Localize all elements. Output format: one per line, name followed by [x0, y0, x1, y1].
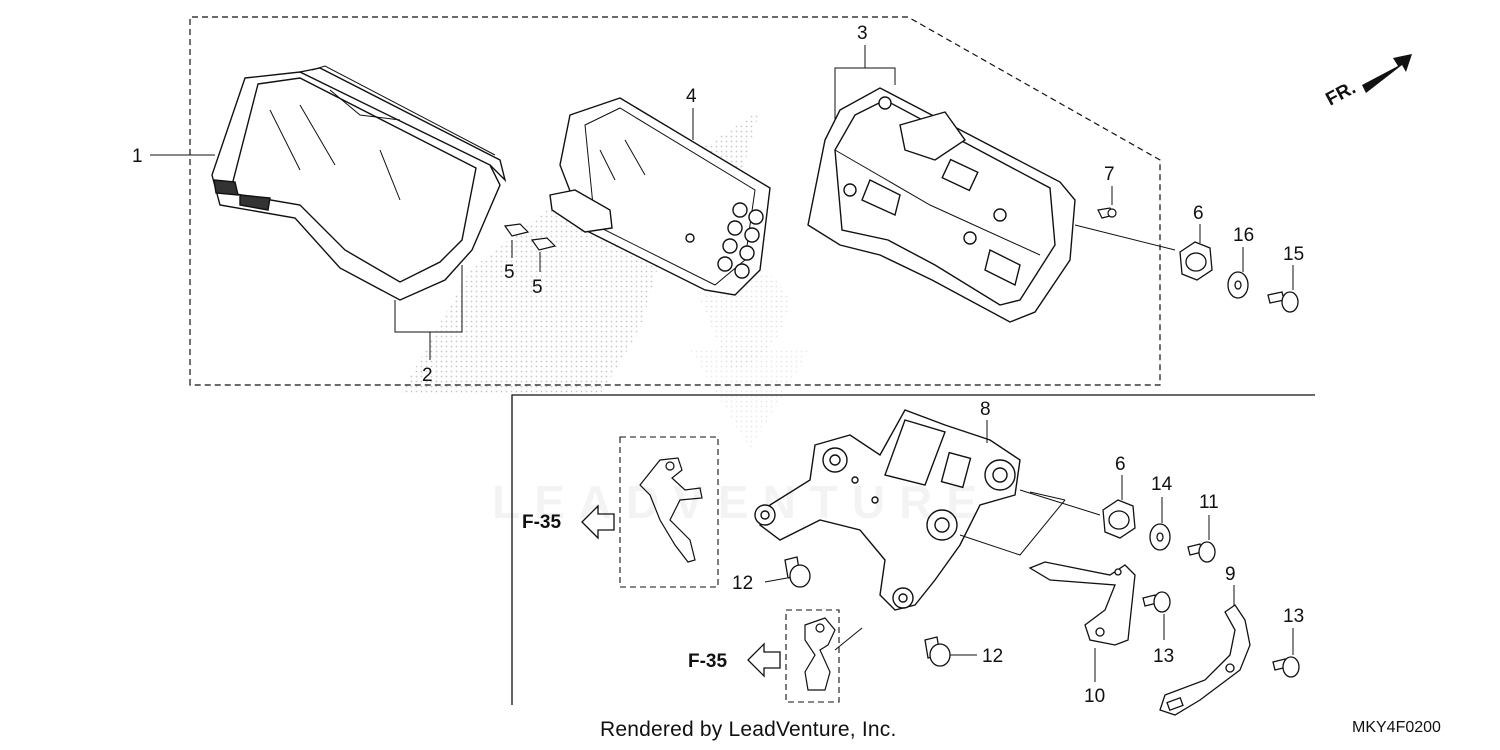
callout-upper[interactable]: F-35 — [522, 504, 615, 540]
part-number-8: 8 — [980, 399, 991, 420]
washer-part-16[interactable] — [1227, 271, 1249, 299]
leader-bracket-to-nut — [959, 489, 1101, 556]
part-number-13-middle: 13 — [1153, 646, 1174, 667]
part-number-12-right: 12 — [982, 646, 1003, 667]
part-number-7: 7 — [1104, 164, 1115, 185]
leader-12-left — [764, 577, 788, 583]
part-number-4: 4 — [686, 86, 697, 107]
bracket-part-10[interactable] — [1028, 561, 1136, 646]
meter-cover-part-1[interactable] — [211, 65, 507, 301]
render-credit: Rendered by LeadVenture, Inc. — [600, 718, 897, 741]
callout-lower[interactable]: F-35 — [688, 642, 781, 678]
part-number-11: 11 — [1199, 492, 1219, 513]
part-number-1: 1 — [132, 146, 143, 167]
part-number-15: 15 — [1283, 244, 1304, 265]
lower-bracket-frame — [511, 394, 1315, 705]
screw-part-7[interactable] — [1097, 207, 1117, 219]
meter-case-part-3[interactable] — [807, 87, 1076, 323]
bolt-part-11[interactable] — [1187, 541, 1216, 563]
front-arrow-icon — [1362, 54, 1412, 93]
part-number-6-lower: 6 — [1115, 454, 1126, 475]
leader-3 — [834, 45, 896, 120]
bolt-part-12-right[interactable] — [924, 636, 951, 667]
leader-2 — [394, 265, 463, 360]
bolt-part-15[interactable] — [1267, 291, 1299, 313]
part-number-10: 10 — [1084, 686, 1105, 707]
screw-part-5b[interactable] — [530, 237, 557, 251]
bolt-part-13-middle[interactable] — [1142, 591, 1171, 613]
callout-label-upper: F-35 — [522, 512, 562, 533]
washer-part-14[interactable] — [1149, 523, 1171, 551]
meter-body-part-4[interactable] — [549, 97, 771, 296]
bolt-part-12-left[interactable] — [784, 556, 811, 588]
left-arrow-icon — [581, 504, 615, 540]
reference-part-upper — [639, 457, 703, 563]
part-number-12-left: 12 — [732, 573, 753, 594]
bracket-part-8[interactable] — [754, 409, 1021, 611]
watermark-text: LEADVENTURE — [492, 475, 991, 529]
part-number-16: 16 — [1233, 225, 1254, 246]
bolt-part-13-right[interactable] — [1272, 656, 1300, 678]
part-number-5b: 5 — [532, 277, 543, 298]
callout-label-lower: F-35 — [688, 651, 728, 672]
leader-reference-lower — [834, 627, 863, 651]
part-number-5a: 5 — [504, 262, 515, 283]
upper-assembly-box — [189, 16, 1161, 386]
reference-part-lower — [804, 617, 836, 691]
reference-box-upper — [619, 436, 719, 588]
front-direction-indicator: FR. — [1322, 54, 1412, 110]
part-number-3: 3 — [857, 23, 868, 44]
screw-part-5a[interactable] — [503, 223, 530, 237]
front-label: FR. — [1322, 77, 1359, 110]
part-number-6-upper: 6 — [1193, 203, 1204, 224]
part-number-14: 14 — [1151, 474, 1173, 495]
diagram-code: MKY4F0200 — [1352, 719, 1441, 736]
leader-case-to-nut — [1074, 224, 1176, 251]
part-number-2: 2 — [422, 365, 433, 386]
part-number-13-right: 13 — [1283, 606, 1304, 627]
nut-part-6-lower[interactable] — [1102, 499, 1136, 539]
left-arrow-icon — [747, 642, 781, 678]
nut-part-6-upper[interactable] — [1179, 241, 1213, 281]
reference-box-lower — [785, 609, 840, 703]
part-number-9: 9 — [1225, 564, 1236, 585]
bracket-part-9[interactable] — [1159, 604, 1251, 716]
